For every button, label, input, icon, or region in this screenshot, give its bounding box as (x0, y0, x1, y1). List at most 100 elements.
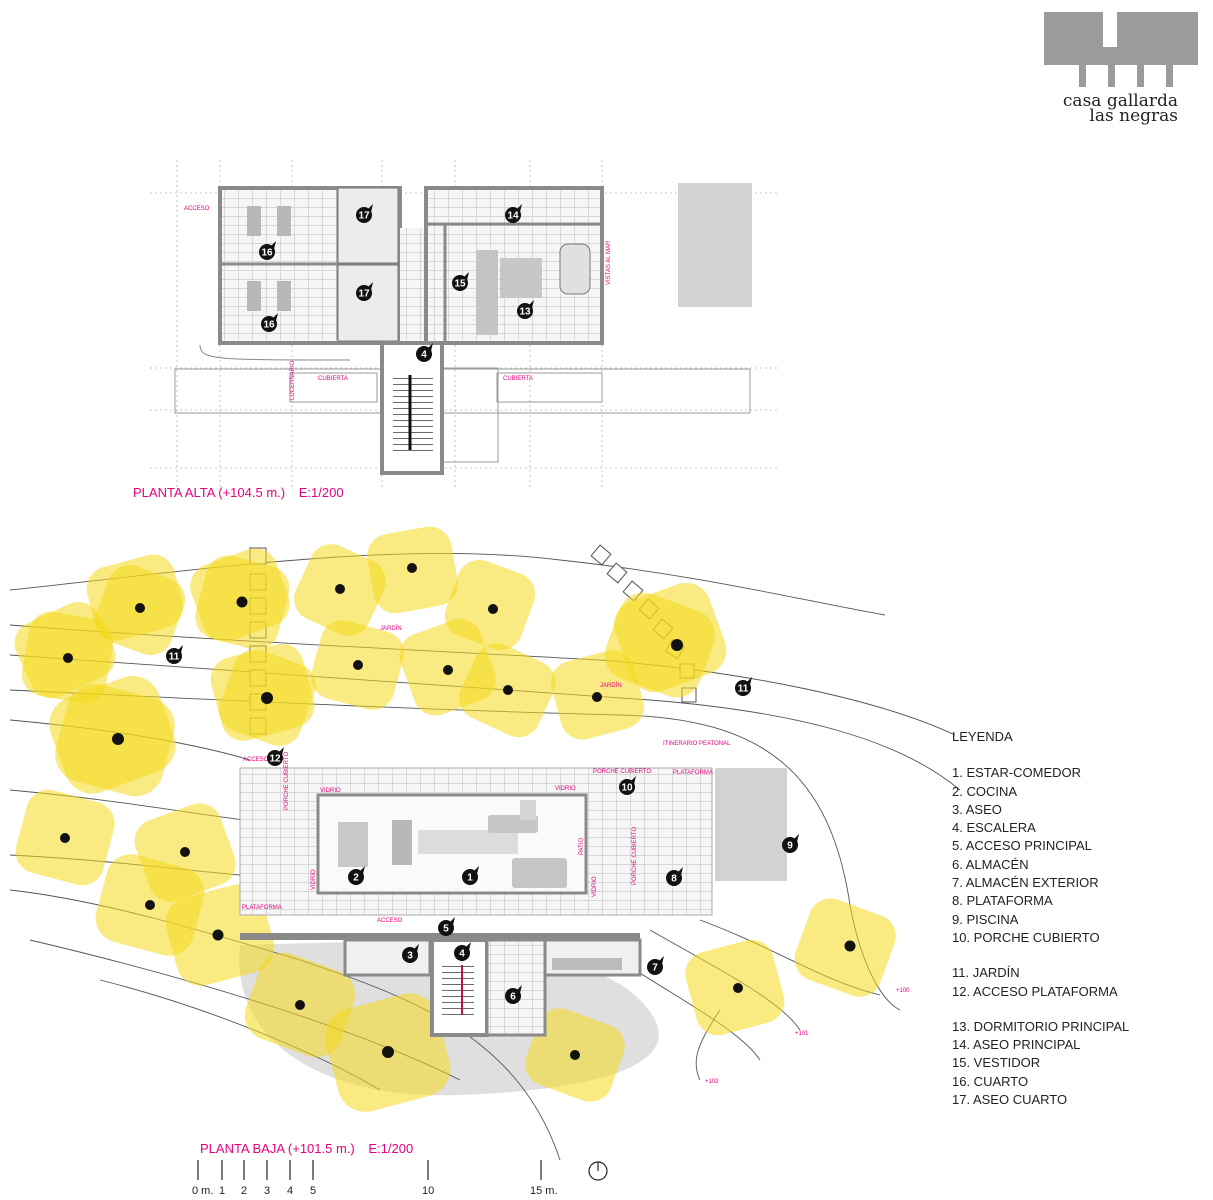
scale-tick-label: 3 (264, 1185, 271, 1197)
svg-text:7: 7 (652, 963, 658, 974)
ground-plan-label: VIDRIO (555, 786, 576, 792)
ground-plan-title-text: PLANTA BAJA (+101.5 m.) (200, 1141, 355, 1156)
legend-item: 8. PLATAFORMA (952, 893, 1053, 909)
svg-text:3: 3 (407, 951, 413, 962)
ground-plan-label: PORCHE CUBIERTO (284, 752, 290, 810)
ground-room-marker-9: 9 (782, 834, 799, 853)
scale-bar (197, 1160, 542, 1180)
ground-room-marker-6: 6 (505, 985, 522, 1004)
upper-room-marker-16: 16 (259, 241, 276, 260)
upper-room-marker-17: 17 (356, 282, 373, 301)
legend-item: 2. COCINA (952, 783, 1018, 799)
legend-group-1: 1. ESTAR-COMEDOR 2. COCINA 3. ASEO 4. ES… (952, 764, 1129, 947)
ground-floor-plan (9, 526, 961, 1161)
svg-text:1: 1 (467, 873, 473, 884)
upper-room-marker-17: 17 (356, 204, 373, 223)
ground-room-marker-3: 3 (402, 944, 419, 963)
scale-tick-label: 0 m. (192, 1185, 214, 1197)
scale-tick-label: 1 (219, 1185, 226, 1197)
upper-plan-scale: E:1/200 (298, 485, 344, 500)
scale-tick-label: 10 (422, 1185, 435, 1197)
svg-text:14: 14 (507, 211, 519, 222)
scale-tick-label: 5 (310, 1185, 317, 1197)
ground-plan-label: VIDRIO (592, 876, 598, 897)
upper-plan-title-text: PLANTA ALTA (+104.5 m.) (133, 485, 286, 500)
legend-item: 5. ACCESO PRINCIPAL (952, 838, 1092, 854)
svg-text:9: 9 (787, 841, 793, 852)
ground-room-marker-2: 2 (348, 866, 365, 885)
upper-floor-plan (150, 160, 780, 490)
legend-group-3: 13. DORMITORIO PRINCIPAL 14. ASEO PRINCI… (952, 1018, 1129, 1109)
svg-text:17: 17 (358, 289, 370, 300)
legend-item: 3. ASEO (952, 801, 1002, 817)
upper-plan-label: CUBIERTA (318, 376, 348, 382)
ground-plan-label: ACCESO (377, 918, 403, 924)
logo-line1: casa gallarda (1062, 91, 1178, 111)
ground-plan-label: PLATAFORMA (242, 905, 282, 911)
svg-text:13: 13 (519, 307, 531, 318)
upper-plan-title: PLANTA ALTA (+104.5 m.) E:1/200 (133, 485, 344, 500)
legend-title: LEYENDA (952, 729, 1013, 744)
svg-text:4: 4 (459, 949, 465, 960)
legend-group-2: 11. JARDÍN 12. ACCESO PLATAFORMA (952, 964, 1129, 1001)
ground-plan-title: PLANTA BAJA (+101.5 m.) E:1/200 (200, 1141, 413, 1156)
ground-room-marker-11: 11 (166, 645, 183, 664)
ground-plan-label: JARDÍN (600, 682, 622, 689)
legend-item: 17. ASEO CUARTO (952, 1092, 1068, 1108)
ground-room-marker-5: 5 (438, 917, 455, 936)
ground-plan-label: +101 (795, 1031, 809, 1037)
svg-text:16: 16 (261, 248, 273, 259)
ground-plan-label: PLATAFORMA (673, 770, 713, 776)
upper-plan-label: CUBIERTA (503, 376, 533, 382)
svg-text:10: 10 (621, 783, 633, 794)
upper-room-marker-14: 14 (505, 204, 522, 223)
legend-item: 12. ACCESO PLATAFORMA (952, 983, 1118, 999)
ground-room-marker-11: 11 (735, 677, 752, 696)
legend-item: 7. ALMACÉN EXTERIOR (952, 875, 1099, 891)
legend-item: 11. JARDÍN (952, 965, 1020, 981)
ground-plan-label: VIDRIO (311, 869, 317, 890)
ground-room-marker-8: 8 (666, 867, 683, 886)
upper-room-marker-13: 13 (517, 300, 534, 319)
ground-plan-label: ACCESO (243, 757, 269, 763)
logo-mark (1044, 12, 1198, 87)
ground-plan-label: PATIO (579, 838, 585, 855)
upper-room-marker-15: 15 (452, 272, 469, 291)
svg-text:17: 17 (358, 211, 370, 222)
upper-plan-label: ACCESO (184, 206, 210, 212)
ground-room-marker-12: 12 (267, 747, 284, 766)
legend-item: 6. ALMACÉN (952, 856, 1029, 872)
legend-item: 4. ESCALERA (952, 820, 1036, 836)
ground-plan-label: +102 (705, 1079, 719, 1085)
ground-plan-label: PORCHE CUBIERTO (593, 769, 651, 775)
legend-item: 9. PISCINA (952, 911, 1019, 927)
legend-item: 14. ASEO PRINCIPAL (952, 1037, 1081, 1053)
upper-room-marker-4: 4 (416, 343, 433, 362)
legend-item: 16. CUARTO (952, 1073, 1029, 1089)
legend: LEYENDA 1. ESTAR-COMEDOR 2. COCINA 3. AS… (952, 728, 1129, 1109)
ground-plan-label: VIDRIO (320, 788, 341, 794)
legend-item: 10. PORCHE CUBIERTO (952, 929, 1100, 945)
svg-text:15: 15 (454, 279, 466, 290)
svg-text:11: 11 (169, 652, 180, 663)
upper-plan-label: VISTAS AL MAR (606, 240, 612, 285)
scale-tick-label: 2 (241, 1185, 248, 1197)
north-arrow-icon (588, 1161, 608, 1181)
ground-plan-label: JARDÍN (380, 625, 402, 632)
svg-text:12: 12 (269, 754, 281, 765)
svg-text:4: 4 (421, 350, 427, 361)
svg-text:2: 2 (353, 873, 359, 884)
upper-room-marker-16: 16 (261, 313, 278, 332)
upper-plan-label: LUCERNARIO (290, 360, 296, 400)
svg-text:11: 11 (738, 684, 749, 695)
ground-plan-label: +100 (896, 988, 910, 994)
ground-plan-label: ITINERARIO PEATONAL (663, 741, 731, 747)
scale-tick-label: 15 m. (530, 1185, 558, 1197)
ground-room-marker-4: 4 (454, 942, 471, 961)
ground-room-marker-10: 10 (619, 776, 636, 795)
ground-plan-label: PORCHE CUBIERTO (632, 827, 638, 885)
ground-plan-scale: E:1/200 (368, 1141, 414, 1156)
svg-text:16: 16 (263, 320, 275, 331)
logo-line2: las negras (1089, 106, 1178, 126)
